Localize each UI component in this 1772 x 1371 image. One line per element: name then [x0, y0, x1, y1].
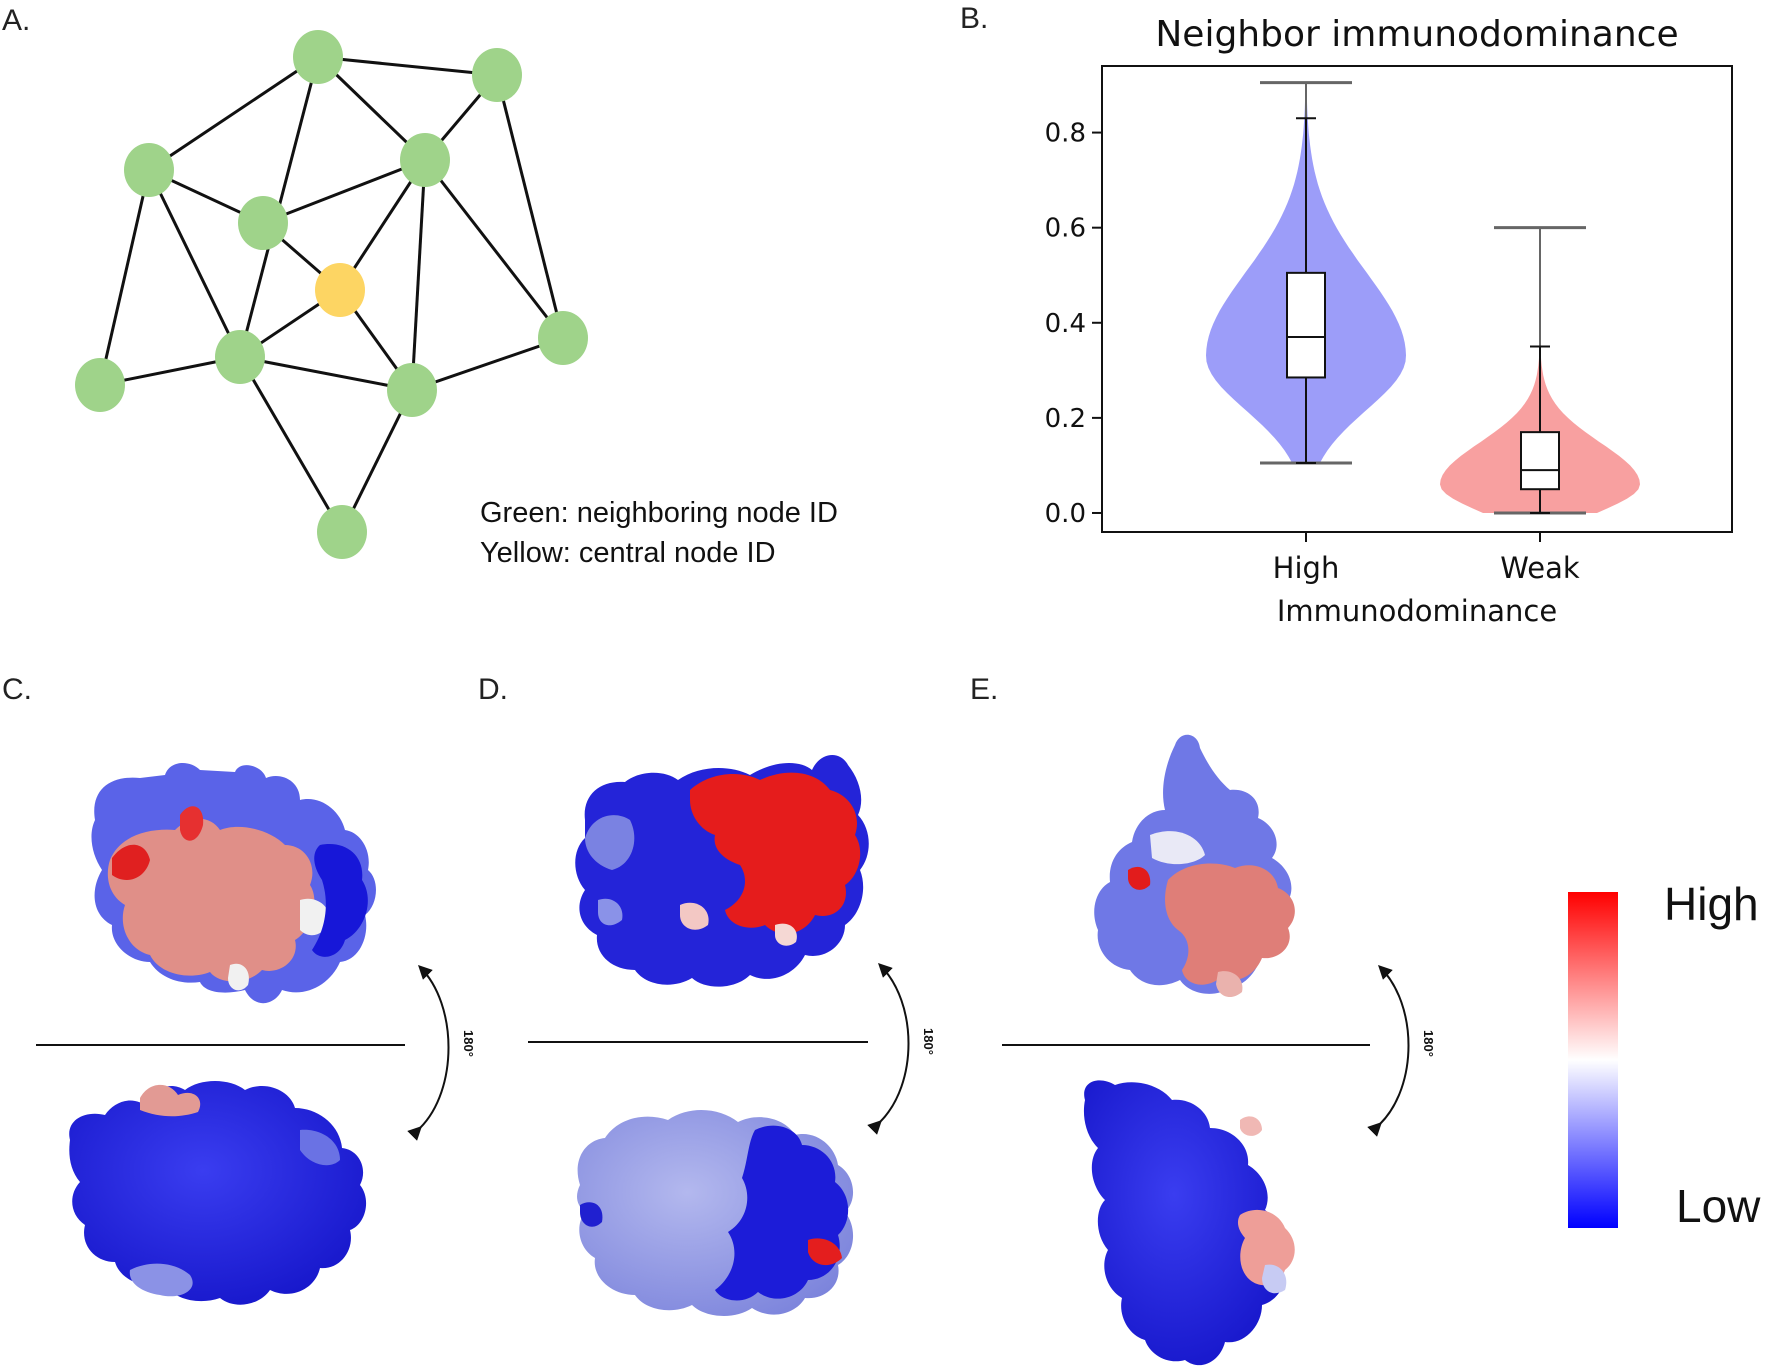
network-edge [147, 169, 242, 358]
panel-label-d: D. [478, 673, 508, 706]
network-edge [239, 355, 413, 392]
network-edge [423, 159, 565, 339]
y-tick-label: 0.6 [1045, 214, 1086, 244]
rotation-arrow-c [407, 965, 450, 1141]
neighbor-node [317, 505, 367, 559]
panel-label-c: C. [2, 673, 32, 706]
box-iqr [1520, 431, 1560, 491]
network-edge [411, 336, 564, 392]
colorbar-low-label: Low [1676, 1180, 1761, 1232]
y-tick-label: 0.0 [1045, 499, 1086, 529]
neighbor-node [400, 133, 450, 187]
network-edge [410, 159, 427, 391]
network-edge [148, 55, 319, 172]
y-tick-label: 0.8 [1045, 119, 1086, 149]
x-tick-label: Weak [1500, 551, 1580, 585]
colorbar-high-label: High [1664, 878, 1759, 930]
legend-green: Green: neighboring node ID [480, 497, 838, 529]
neighbor-node [293, 30, 343, 84]
structure-e-back [1083, 1080, 1295, 1366]
neighbor-node [538, 311, 588, 365]
structure-d-back [577, 1110, 854, 1316]
panel-label-b: B. [960, 2, 988, 35]
structure-c-back [69, 1081, 367, 1305]
plot-frame [1101, 65, 1733, 533]
panel-label-e: E. [970, 673, 998, 706]
network-edge [238, 356, 344, 533]
network-edge [317, 55, 498, 77]
colorbar-gradient [1568, 892, 1618, 1228]
rotation-indicators: 180° 180° 180° [36, 963, 1436, 1141]
rotation-arrow-d [867, 963, 910, 1135]
rotation-arrow-e [1367, 965, 1410, 1137]
structure-e-front [1094, 734, 1295, 998]
neighbor-node [472, 48, 522, 102]
neighbor-node [75, 358, 125, 412]
x-axis-title: Immunodominance [1277, 594, 1557, 628]
network-edge [98, 169, 151, 386]
neighbor-node [215, 330, 265, 384]
y-tick-label: 0.2 [1045, 404, 1086, 434]
y-tick-label: 0.4 [1045, 309, 1086, 339]
rotation-label-d: 180° [921, 1028, 936, 1055]
network-nodes [75, 30, 588, 559]
colorbar: High Low [1568, 878, 1761, 1232]
neighbor-node [238, 196, 288, 250]
network-edge [495, 74, 565, 339]
chart-title: Neighbor immunodominance [1155, 14, 1678, 55]
legend-yellow: Yellow: central node ID [480, 537, 776, 569]
rotation-label-e: 180° [1421, 1030, 1436, 1057]
panel-label-a: A. [2, 4, 30, 37]
neighbor-node [387, 363, 437, 417]
neighbor-node [124, 143, 174, 197]
x-tick-label: High [1273, 551, 1340, 585]
structure-c-front [91, 763, 376, 1004]
box-iqr [1286, 271, 1326, 379]
violin-chart-panel: B. Neighbor immunodominance 0.0 0.2 0.4 0.6… [960, 2, 1733, 628]
structure-d-front [575, 754, 869, 987]
central-node [315, 263, 365, 317]
network-panel: A. Green: neighboring node ID Yellow: ce… [2, 4, 838, 569]
rotation-label-c: 180° [461, 1030, 476, 1057]
network-edge [262, 158, 426, 225]
